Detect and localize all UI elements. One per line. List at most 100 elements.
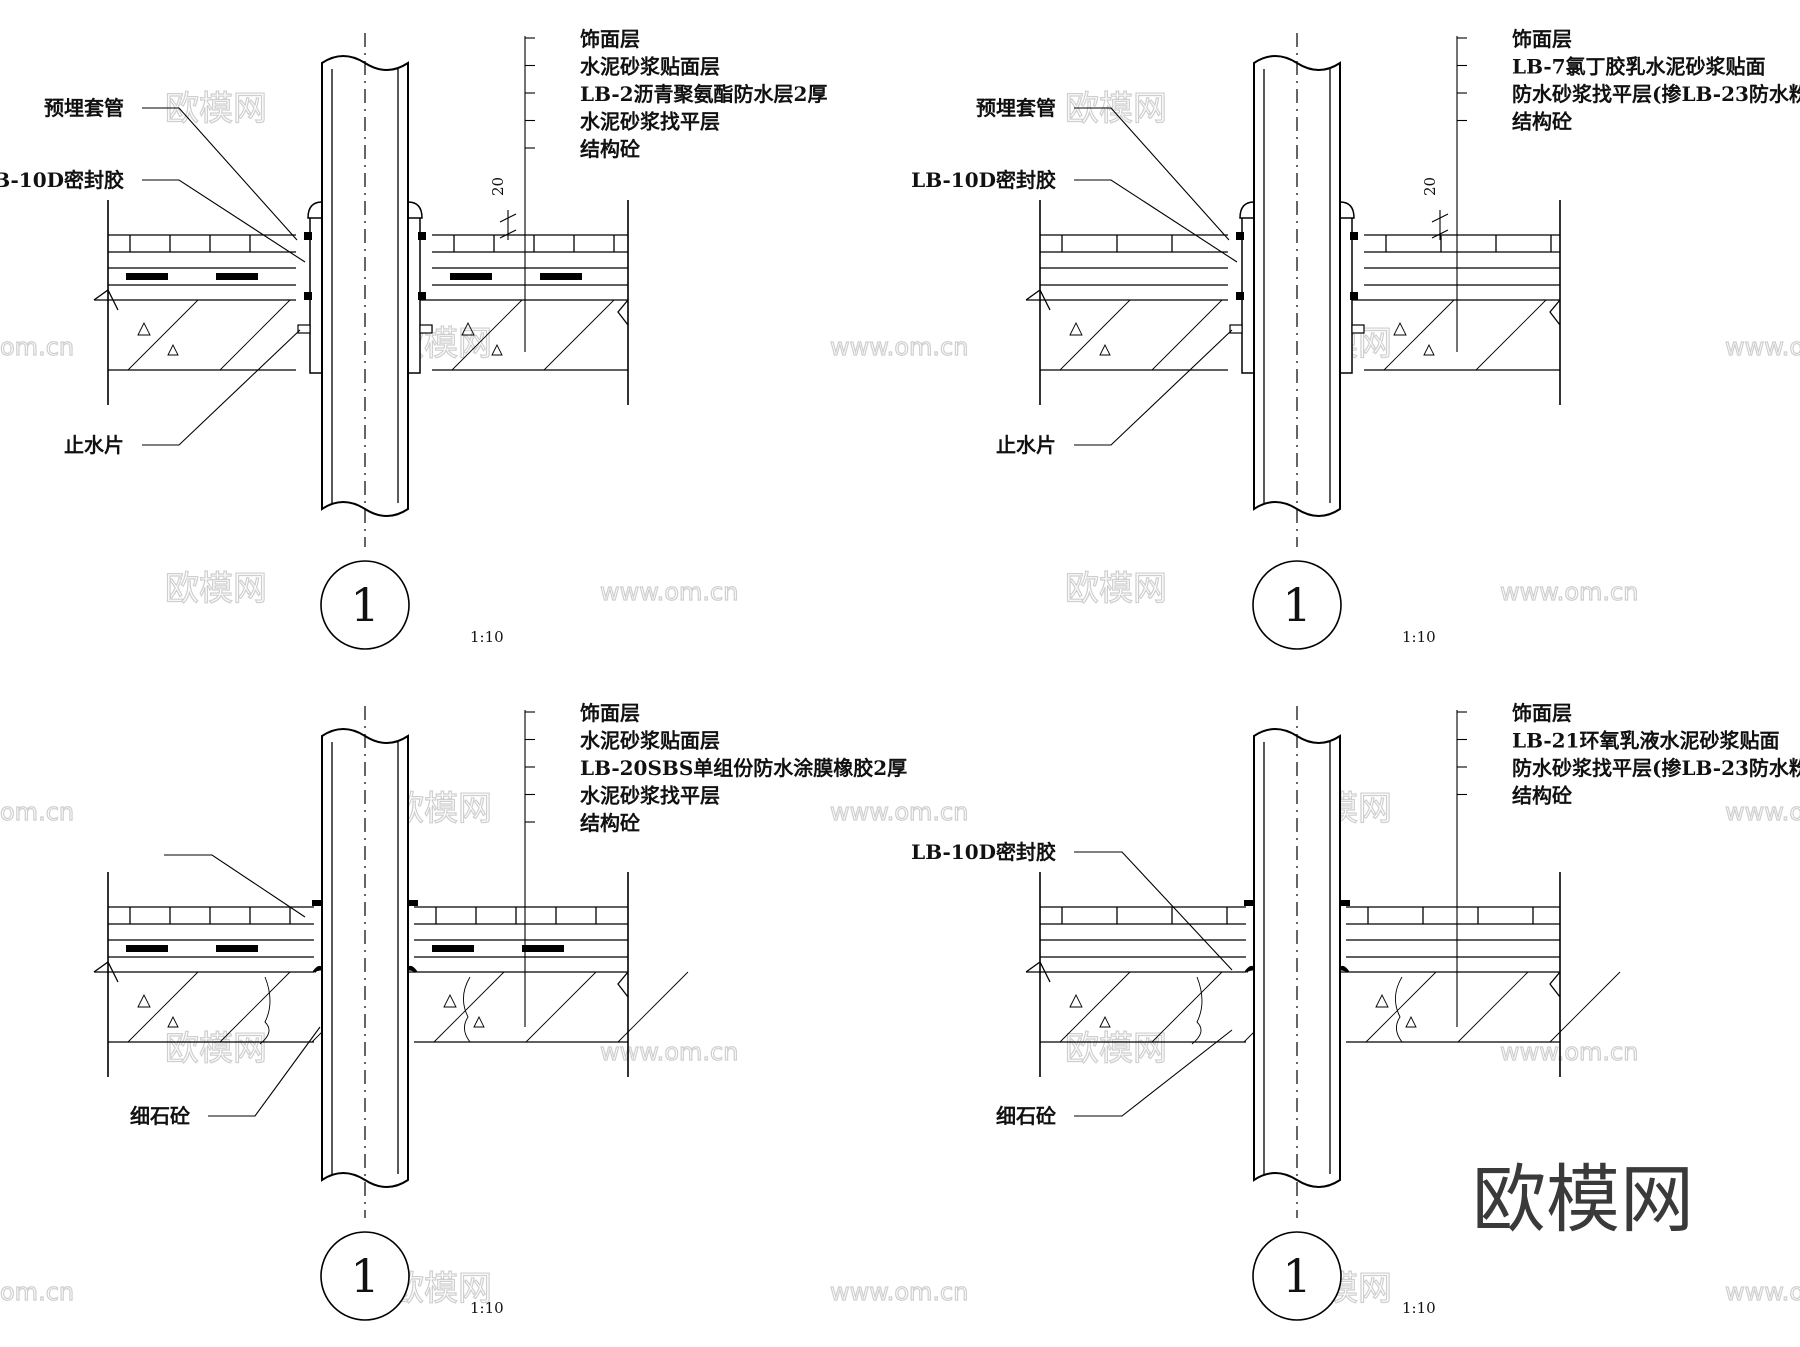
dimension-tick [499, 213, 517, 223]
aggregate-mark [473, 1015, 485, 1028]
scale-label: 1:10 [1402, 628, 1436, 646]
left-callout-leader [1074, 329, 1233, 446]
concrete-hatch [451, 299, 523, 371]
layer-label: 防水砂浆找平层(掺LB-23防水粉) [1512, 756, 1800, 780]
dimension-label: 20 [1421, 177, 1439, 196]
aggregate-mark [461, 321, 475, 336]
watermark-url-text: www.om.cn [1500, 578, 1638, 606]
detail-number-circle [1252, 560, 1342, 650]
detail-top-left: 饰面层水泥砂浆贴面层LB-2沥青聚氨酯防水层2厚水泥砂浆找平层结构砼20预埋套管… [0, 27, 827, 650]
water-stop-plate-left [297, 324, 311, 334]
break-line-right [1549, 971, 1561, 998]
aggregate-mark [137, 993, 151, 1008]
layer-label: 水泥砂浆找平层 [580, 784, 720, 808]
detail-number-circle [320, 560, 410, 650]
fine-concrete-crack [1191, 976, 1203, 1045]
watermark-brand-text: 欧模网 [1065, 1029, 1167, 1069]
layer-label: 水泥砂浆贴面层 [580, 55, 720, 79]
detail-number-circle [320, 1231, 410, 1321]
aggregate-mark [167, 343, 179, 356]
scale-label: 1:10 [470, 628, 504, 646]
concrete-hatch [1475, 299, 1547, 371]
layer-label: 防水砂浆找平层(掺LB-23防水粉) [1512, 82, 1800, 106]
concrete-hatch [1457, 971, 1529, 1043]
watermark-url-text: www.om.cn [830, 1278, 968, 1306]
watermark-brand-large: 欧模网 [1472, 1157, 1694, 1243]
aggregate-mark [1423, 343, 1435, 356]
layer-label: 饰面层 [1512, 27, 1572, 51]
sealant-block [1244, 900, 1254, 906]
watermark-url-text: www.om.cn [830, 798, 968, 826]
watermark-brand-text: 欧模网 [1065, 89, 1167, 129]
layer-label: 饰面层 [1512, 701, 1572, 725]
concrete-hatch [617, 971, 689, 1043]
watermark-url-text: www.om.cn [600, 578, 738, 606]
concrete-hatch [1549, 971, 1621, 1043]
aggregate-mark [1069, 321, 1083, 336]
watermark-brand-text: 欧模网 [165, 569, 267, 609]
layer-label: 水泥砂浆贴面层 [580, 729, 720, 753]
break-line-right [617, 299, 629, 326]
sealant-block [418, 232, 426, 240]
detail-number-circle [1252, 1231, 1342, 1321]
detail-number: 1 [1282, 578, 1311, 632]
break-line-left [1025, 961, 1051, 983]
watermark-url-text: www.om.cn [830, 333, 968, 361]
aggregate-mark [1393, 321, 1407, 336]
layer-label: LB-2沥青聚氨酯防水层2厚 [580, 82, 827, 106]
sealant-cap-left [1239, 201, 1255, 219]
aggregate-mark [1375, 993, 1389, 1008]
sealant-block [304, 292, 312, 300]
watermark-url-text: www.o [1725, 1278, 1800, 1306]
concrete-hatch [1383, 299, 1455, 371]
waterproof-membrane-segment [126, 273, 168, 280]
left-callout-label: 细石砼 [130, 1104, 191, 1128]
watermark-url-text: www.o [1725, 798, 1800, 826]
concrete-hatch [127, 971, 199, 1043]
left-callout-leader [1074, 851, 1233, 971]
left-callout-label: 止水片 [996, 433, 1056, 457]
dimension-tick [499, 229, 517, 239]
aggregate-mark [1099, 1015, 1111, 1028]
sealant-block [1236, 292, 1244, 300]
sealant-block [408, 900, 418, 906]
layer-label: 饰面层 [580, 701, 640, 725]
detail-bottom-left: 饰面层水泥砂浆贴面层LB-20SBS单组份防水涂膜橡胶2厚水泥砂浆找平层结构砼细… [93, 701, 907, 1321]
break-line-left [1025, 289, 1051, 311]
detail-bottom-right: 饰面层LB-21环氧乳液水泥砂浆贴面防水砂浆找平层(掺LB-23防水粉)结构砼L… [911, 701, 1800, 1321]
break-line-right [1549, 299, 1561, 326]
dimension-tick [1431, 229, 1449, 239]
left-callout-label: 止水片 [64, 433, 124, 457]
concrete-hatch [433, 971, 505, 1043]
sealant-fillet [1338, 965, 1350, 973]
watermark-url-text: om.cn [0, 1278, 74, 1306]
waterproof-membrane-segment [216, 273, 258, 280]
left-callout-leader [1074, 179, 1238, 263]
aggregate-mark [491, 343, 503, 356]
layer-label: 结构砼 [1512, 784, 1573, 808]
sealant-fillet [1244, 965, 1256, 973]
left-callout-leader [208, 1026, 321, 1117]
aggregate-mark [443, 993, 457, 1008]
layer-label: 结构砼 [580, 137, 641, 161]
sealant-block [304, 232, 312, 240]
details-layer: 饰面层水泥砂浆贴面层LB-2沥青聚氨酯防水层2厚水泥砂浆找平层结构砼20预埋套管… [0, 27, 1800, 1321]
waterproof-membrane-segment [126, 945, 168, 952]
layer-label: LB-7氯丁胶乳水泥砂浆贴面 [1512, 55, 1766, 79]
layer-label: 饰面层 [580, 27, 640, 51]
break-line-right [617, 971, 629, 998]
detail-number: 1 [350, 578, 379, 632]
watermark-brand-text: 欧模网 [1065, 569, 1167, 609]
fine-concrete-crack [463, 976, 471, 1043]
layer-label: 结构砼 [1512, 110, 1573, 134]
break-line-left [93, 289, 119, 311]
aggregate-mark [137, 321, 151, 336]
left-callout-label: LB-10D密封胶 [0, 168, 124, 192]
aggregate-mark [1069, 993, 1083, 1008]
sealant-block [1236, 232, 1244, 240]
sealant-cap-right [407, 201, 423, 219]
waterproof-membrane-segment [450, 273, 492, 280]
sealant-block [1350, 232, 1358, 240]
watermark-layer: 欧模网欧模网欧模网欧模网欧模网欧模网欧模网欧模网欧模网欧模网欧模网欧模网www.… [0, 88, 1800, 1309]
